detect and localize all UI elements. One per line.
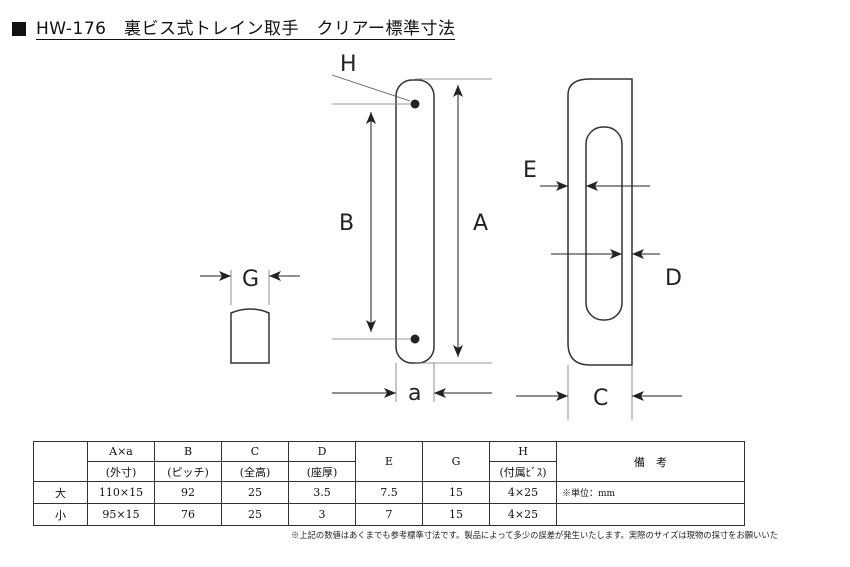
- cell-c: 25: [221, 481, 289, 504]
- label-b: B: [339, 211, 354, 236]
- spec-table: A×a B C D E G H 備 考 (外寸) (ピッチ) (全高) (座厚)…: [33, 441, 745, 526]
- header-e: E: [355, 441, 423, 482]
- title-text: HW-176 裏ビス式トレイン取手 クリアー標準寸法: [36, 18, 456, 40]
- header-h: H: [489, 441, 557, 462]
- label-h: H: [340, 52, 357, 77]
- header-axa-sub: (外寸): [87, 461, 155, 482]
- label-c: C: [593, 386, 608, 411]
- cell-d: 3.5: [288, 481, 356, 504]
- cell-axa: 110×15: [87, 481, 155, 504]
- cell-e: 7: [355, 503, 423, 526]
- cell-remarks: [556, 503, 745, 526]
- cell-axa: 95×15: [87, 503, 155, 526]
- cell-h: 4×25: [489, 503, 557, 526]
- cell-remarks: ※単位：mm: [556, 481, 745, 504]
- table-row: 大 110×15 92 25 3.5 7.5 15 4×25 ※単位：mm: [33, 481, 745, 504]
- cell-g: 15: [422, 503, 490, 526]
- header-d-sub: (座厚): [288, 461, 356, 482]
- header-b: B: [154, 441, 222, 462]
- cell-c: 25: [221, 503, 289, 526]
- cell-h: 4×25: [489, 481, 557, 504]
- row-label: 小: [33, 503, 88, 526]
- cell-g: 15: [422, 481, 490, 504]
- handle-side-recess: [585, 126, 623, 321]
- dimension-drawing: H B A E D G a C: [200, 52, 682, 420]
- header-c: C: [221, 441, 289, 462]
- cell-b: 76: [154, 503, 222, 526]
- cell-e: 7.5: [355, 481, 423, 504]
- label-d: D: [665, 266, 682, 291]
- header-axa: A×a: [87, 441, 155, 462]
- header-blank-cell: [33, 441, 88, 482]
- header-b-sub: (ピッチ): [154, 461, 222, 482]
- label-g: G: [242, 267, 259, 292]
- label-a: A: [473, 211, 488, 236]
- label-e: E: [523, 158, 537, 183]
- header-c-sub: (全高): [221, 461, 289, 482]
- cell-b: 92: [154, 481, 222, 504]
- header-g: G: [422, 441, 490, 482]
- row-label: 大: [33, 481, 88, 504]
- h-leader-line: [331, 74, 411, 102]
- cell-d: 3: [288, 503, 356, 526]
- table-row: 小 95×15 76 25 3 7 15 4×25: [33, 503, 745, 526]
- header-d: D: [288, 441, 356, 462]
- label-a-width: a: [408, 381, 421, 406]
- page-title: HW-176 裏ビス式トレイン取手 クリアー標準寸法: [12, 18, 456, 40]
- handle-section: [230, 308, 270, 364]
- header-h-sub: (付属ﾋﾞｽ): [489, 461, 557, 482]
- title-bullet-square: [12, 22, 26, 36]
- screw-hole-bottom: [410, 334, 420, 344]
- footer-note: ※上記の数値はあくまでも参考標準寸法です。製品によって多少の誤差が発生いたします…: [291, 530, 778, 540]
- handle-front-body: [395, 79, 435, 364]
- header-remarks: 備 考: [556, 441, 745, 482]
- screw-hole-top: [410, 99, 420, 109]
